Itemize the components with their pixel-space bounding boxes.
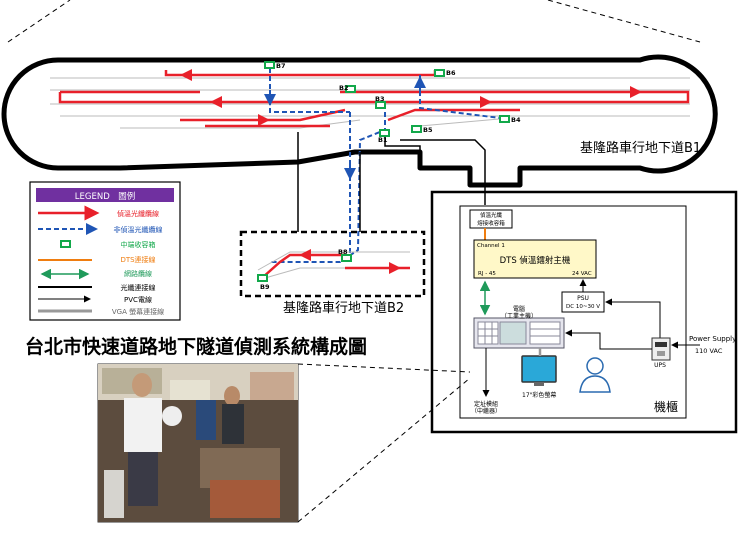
dts-rj45: RJ - 45 [478, 271, 496, 277]
monitor-icon [521, 355, 557, 386]
legend-label-1: 非偵溫光纖纜線 [114, 225, 163, 234]
industrial-pc [473, 317, 565, 349]
fiber-splice-label-1: 偵溫光纖 [480, 211, 503, 219]
legend-label-6: PVC電線 [124, 295, 152, 304]
ups-label: UPS [654, 362, 666, 369]
node-label-b7: B7 [276, 62, 285, 70]
site-photo [97, 363, 299, 523]
road-lane-lines [50, 77, 690, 129]
node-b1-box [379, 129, 390, 137]
node-label-b8: B8 [338, 248, 348, 256]
main-title: 台北市快速道路地下隧道偵測系統構成圖 [25, 335, 367, 358]
ups-unit [651, 337, 671, 361]
power-supply-label: Power Supply [689, 335, 736, 343]
node-label-b1: B1 [378, 136, 388, 144]
power-supply-vac: 110 VAC [695, 347, 723, 355]
node-label-b5: B5 [423, 126, 433, 134]
node-label-b4: B4 [511, 116, 521, 124]
node-b9-box [257, 274, 268, 282]
monitor-label: 17"彩色螢幕 [522, 391, 556, 399]
fiber-connection-lines [297, 132, 486, 232]
tunnel-b1-label: 基隆路車行地下道B1 [580, 140, 701, 156]
legend-label-7: VGA 螢幕連接線 [112, 307, 164, 316]
dts-host-label: DTS 偵溫鐳射主機 [500, 255, 571, 266]
node-b2-box [345, 85, 356, 93]
node-label-b9: B9 [260, 283, 270, 291]
node-b4-box [499, 115, 510, 123]
fiber-splice-label-2: 熔接收容箱 [477, 219, 505, 227]
dts-host-box [473, 239, 597, 279]
top-perspective-lines [7, 0, 701, 43]
pc-label-1: 電腦 [513, 305, 525, 313]
node-b6-box [434, 69, 445, 77]
ups-to-psu [605, 298, 661, 338]
legend-label-4: 網路纜線 [124, 269, 152, 278]
psu-label-1: PSU [577, 295, 589, 302]
tunnel-b2-box [239, 230, 426, 298]
cabinet-label: 機櫃 [654, 399, 678, 414]
cabinet-inner [459, 205, 687, 419]
node-b7-box [264, 61, 275, 69]
node-label-b3: B3 [375, 95, 384, 103]
node-b3-box [375, 101, 386, 109]
node-b8-box [341, 254, 352, 262]
node-label-b6: B6 [446, 69, 456, 77]
sensing-fiber-arrows [180, 69, 642, 126]
sensing-fiber-b2 [261, 253, 410, 279]
dts-channel: Channel 1 [477, 243, 505, 249]
legend-title: LEGEND 圖例 [75, 191, 135, 202]
node-b5-box [411, 125, 422, 133]
cabinet-outer [430, 190, 738, 434]
legend-label-2: 中端收容箱 [121, 240, 156, 249]
user-icon [579, 357, 611, 393]
legend-label-5: 光纖連接線 [121, 283, 156, 292]
module-label-1: 定址模組 [474, 400, 498, 408]
fiber-splice-box [469, 209, 513, 229]
pc-label-2: （工業主機） [501, 312, 537, 320]
non-sensing-arrows [264, 76, 426, 180]
dts-24vac: 24 VAC [572, 271, 592, 277]
legend-label-3: DTS連接線 [120, 255, 155, 264]
callout-lines [297, 363, 471, 523]
node-boxes [257, 61, 510, 282]
ups-to-pc [565, 329, 652, 350]
psu-label-2: DC 10~30 V [566, 304, 600, 310]
module-label-2: （中繼器） [471, 407, 501, 415]
tunnel-b2-label: 基隆路車行地下道B2 [283, 300, 404, 316]
legend: LEGEND 圖例 偵溫光纖纜線 非偵溫光纖纜線 中端收容箱 DTS連接線 網路… [29, 181, 181, 321]
legend-label-0: 偵溫光纖纜線 [117, 209, 159, 218]
tunnel-b1-outline [1, 54, 718, 188]
node-label-b2: B2 [339, 84, 348, 92]
